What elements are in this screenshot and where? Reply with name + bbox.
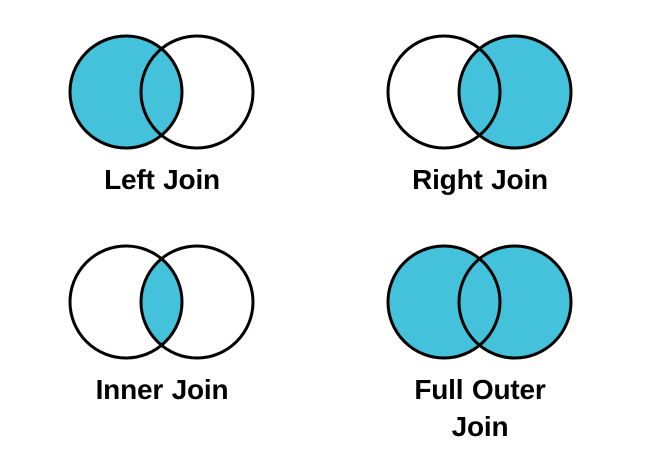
right-circle-outline [457, 34, 573, 150]
left-circle-fill [70, 36, 182, 148]
right-circle-fill [459, 246, 571, 358]
venn-label-left-join: Left Join [104, 164, 220, 195]
venn-panel-inner-join: Inner Join [12, 238, 312, 409]
venn-diagram-inner-join [68, 244, 255, 360]
venn-label-full-outer-join: Full Outer Join [414, 374, 546, 442]
left-circle-outline [68, 34, 184, 150]
right-circle-outline [139, 244, 255, 360]
right-circle-outline [139, 34, 255, 150]
venn-panel-left-join: Left Join [12, 28, 312, 199]
intersection-lens-fill [141, 246, 182, 358]
venn-diagram-left-join [68, 34, 255, 150]
venn-panel-right-join: Right Join [330, 28, 630, 199]
left-circle-outline [386, 34, 502, 150]
left-circle-outline [386, 244, 502, 360]
venn-label-right-join: Right Join [412, 164, 548, 195]
venn-panel-full-outer-join: Full Outer Join [330, 238, 630, 446]
venn-label-inner-join: Inner Join [95, 374, 229, 405]
right-circle-outline [457, 244, 573, 360]
venn-diagram-full-outer-join [386, 244, 573, 360]
left-circle-outline [68, 244, 184, 360]
right-circle-fill [459, 36, 571, 148]
venn-diagram-right-join [386, 34, 573, 150]
